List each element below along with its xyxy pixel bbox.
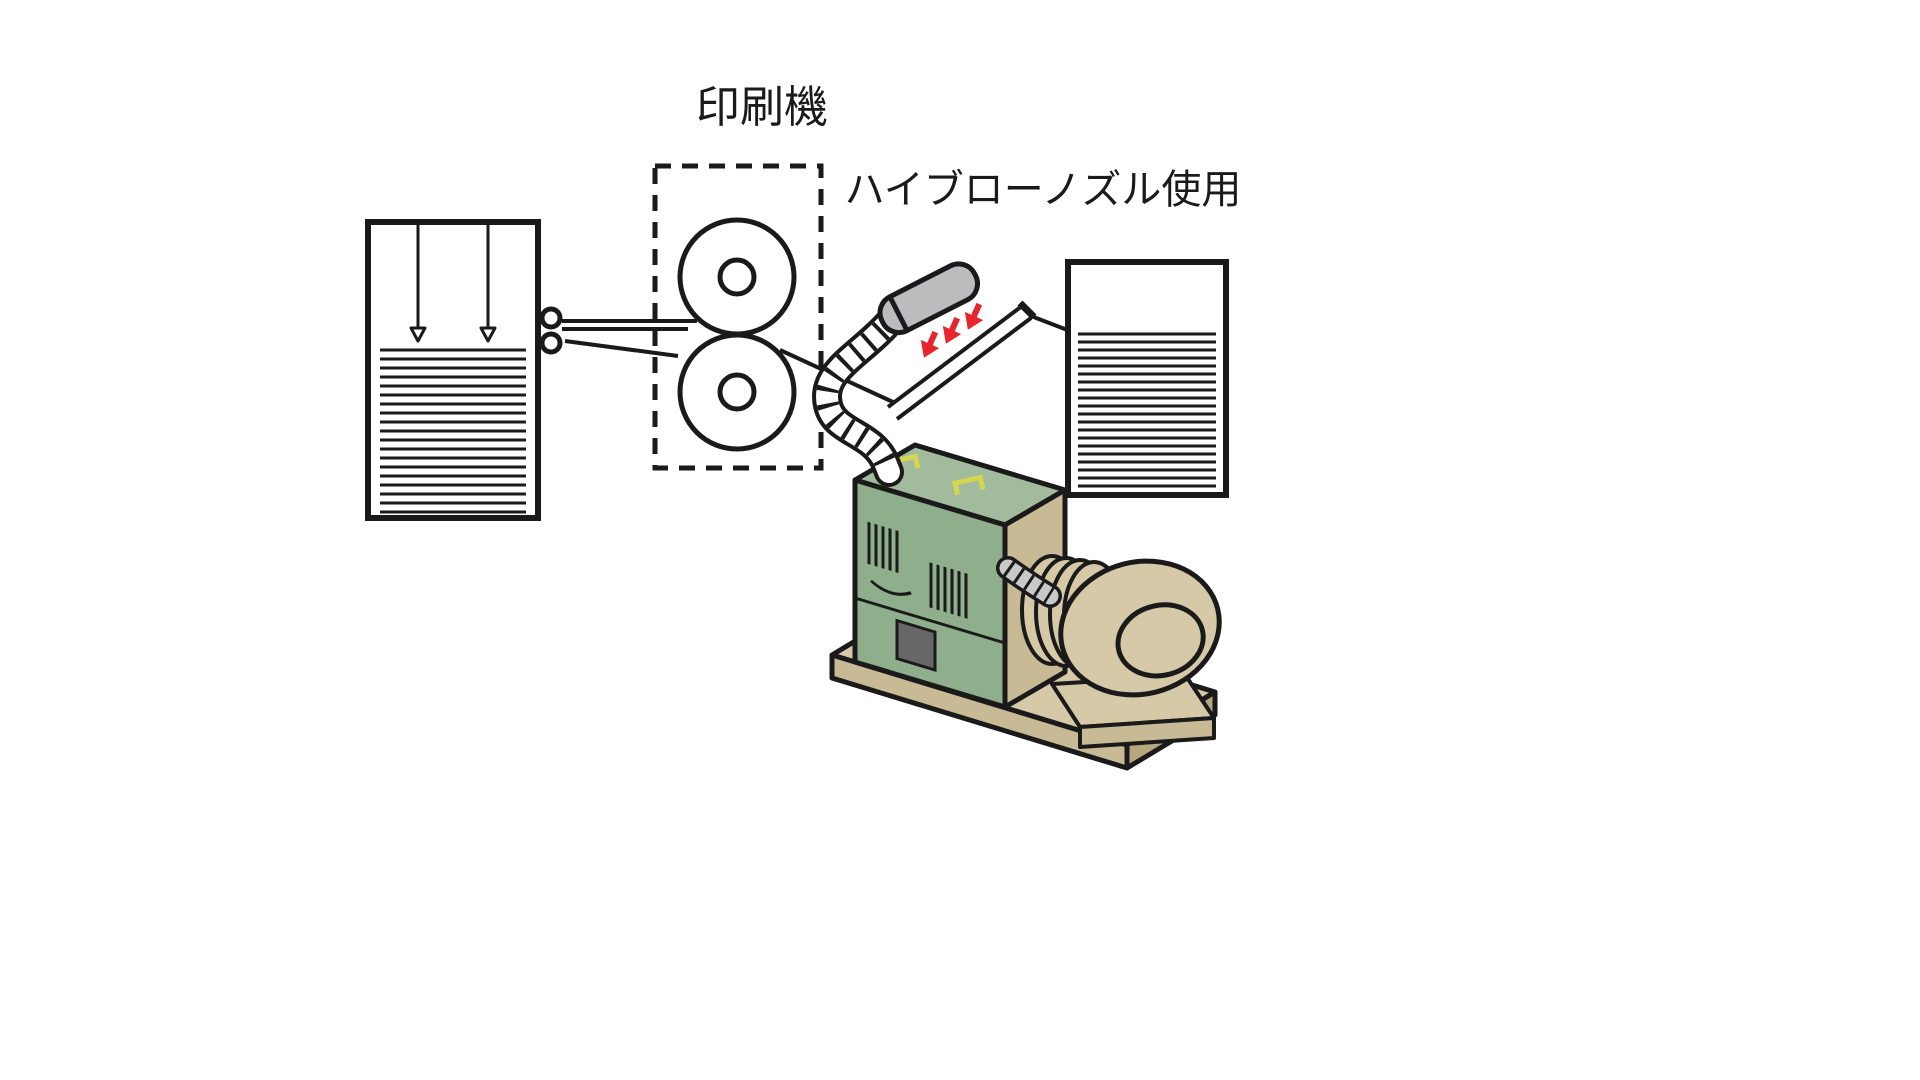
output-stack-frame [1065, 259, 1229, 498]
vent-slots-left-icon [867, 521, 899, 574]
hose-ribs [816, 310, 902, 477]
air-arrow-icon [964, 302, 984, 330]
nozzle-label: ハイブローノズル使用 [845, 167, 1242, 213]
chute-rail-upper [886, 304, 1024, 409]
fan-pedestal-front [1078, 716, 1216, 749]
delivery-chute [779, 300, 1071, 421]
vent-slots-right-icon [929, 562, 968, 619]
front-curve-mark [870, 579, 912, 596]
printing-unit [652, 163, 824, 471]
output-paper-stack [1065, 259, 1229, 498]
front-panel-plate [895, 618, 937, 672]
print-roller-top-axle [717, 257, 757, 297]
suction-feet-icon [409, 326, 497, 343]
output-paper-pile-lines [1078, 332, 1216, 488]
box-front-details [855, 521, 1005, 672]
feed-paper-stack [365, 219, 541, 521]
front-divider-line [855, 596, 1005, 645]
fan-housing [1058, 558, 1222, 698]
feed-paper-pile-lines [380, 348, 526, 514]
air-flow-arrows [920, 302, 984, 358]
carry-handle-icon [952, 474, 986, 496]
suction-rods [416, 225, 490, 328]
chute-to-stack-line [1030, 314, 1071, 333]
air-arrow-icon [920, 330, 940, 358]
coupling-hose [996, 556, 1062, 608]
coupling-ribs [1003, 561, 1055, 604]
flexible-hose [812, 303, 908, 487]
guide-roller-top [539, 306, 563, 330]
sheet-feed-path [539, 306, 697, 358]
nozzle-body [877, 261, 981, 336]
high-blow-nozzle [877, 261, 981, 336]
fan-housing-inlet [1115, 602, 1206, 679]
sheet-line-lower [564, 339, 679, 358]
feed-stack-frame [365, 219, 541, 521]
blower-unit [829, 442, 1222, 771]
print-roller-bottom-axle [717, 372, 757, 412]
dashed-enclosure [652, 163, 824, 471]
guide-roller-bottom [539, 331, 563, 355]
nozzle-collar [887, 295, 910, 332]
air-arrow-icon [942, 316, 962, 344]
hose-body [816, 307, 904, 483]
chute-rail-lower [895, 316, 1033, 421]
printer-label: 印刷機 [696, 82, 828, 133]
